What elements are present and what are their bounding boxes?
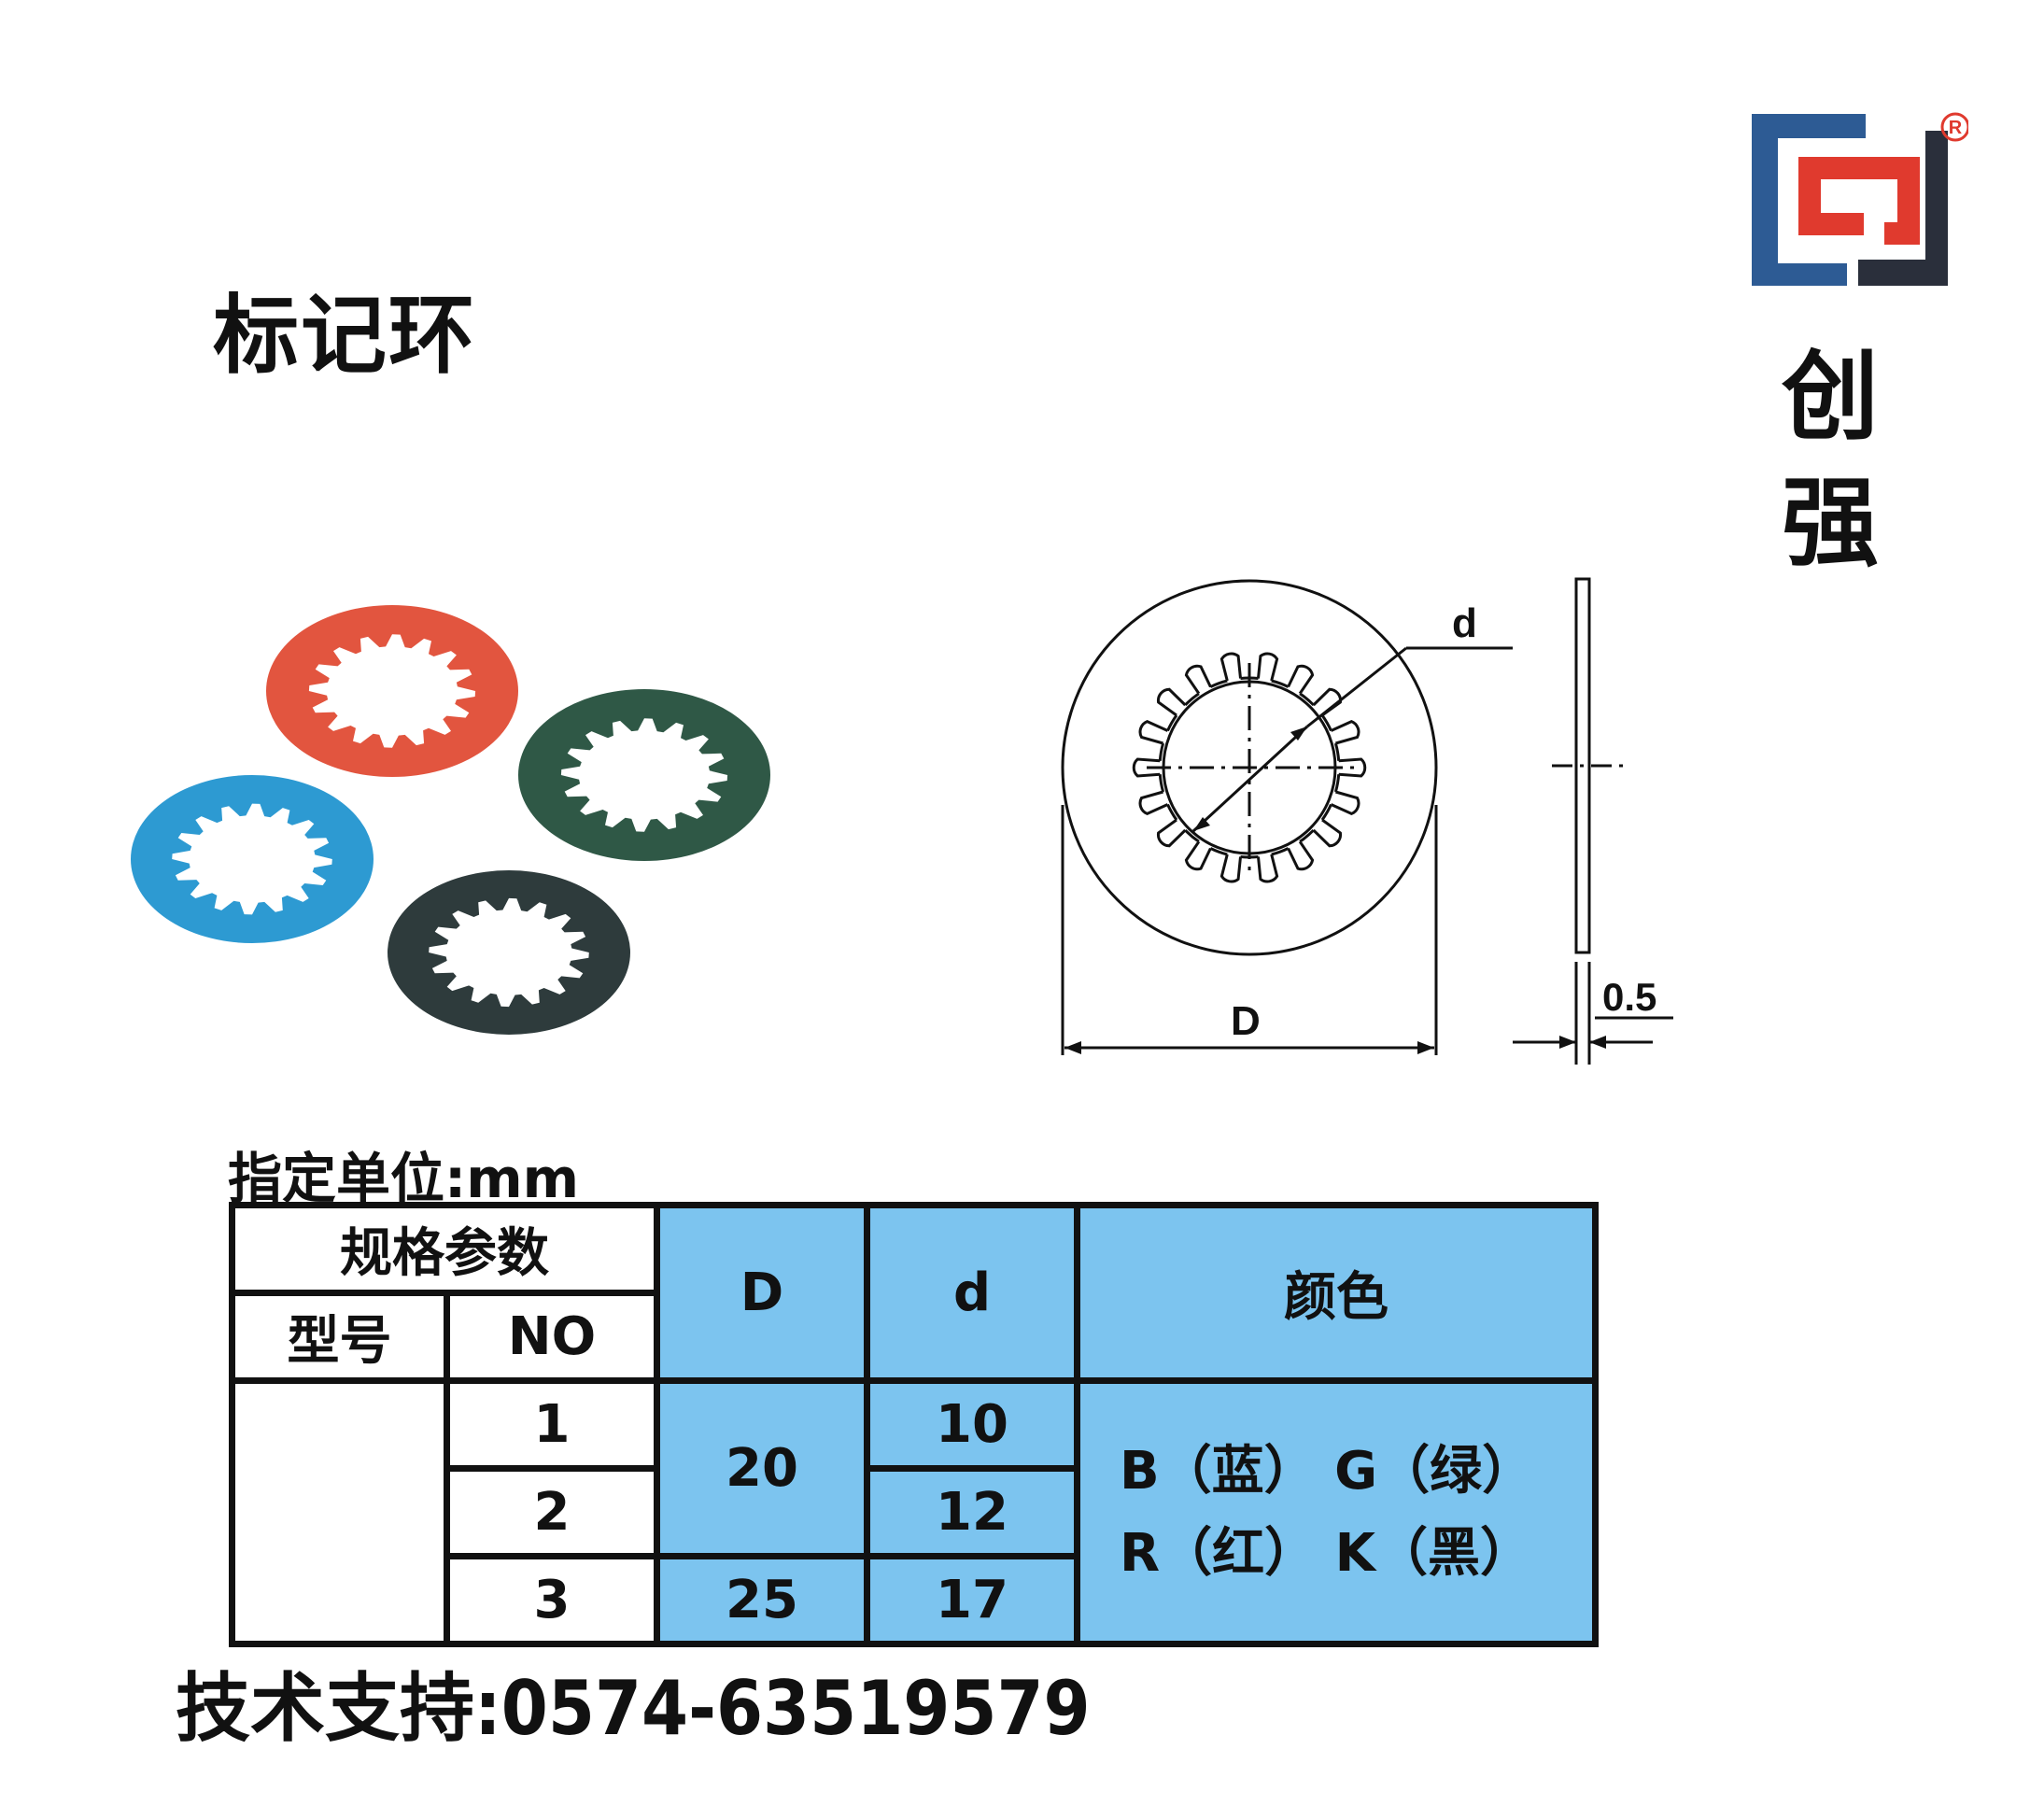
brand-logo: R	[1752, 112, 1968, 286]
outer-circle	[1061, 579, 1438, 956]
d-label: d	[1452, 600, 1477, 646]
d-dimension-line	[1191, 725, 1309, 833]
d-arrow-2	[1193, 817, 1210, 831]
d-cell-3: 17	[864, 1553, 1080, 1647]
no-cell-2: 2	[444, 1465, 660, 1559]
colors-line-2: R（红） K（黑）	[1120, 1522, 1533, 1584]
d-leader	[1306, 646, 1407, 728]
no-cell-3: 3	[444, 1553, 660, 1647]
D-label: D	[1231, 998, 1261, 1044]
thick-arrow-left	[1559, 1036, 1576, 1049]
no-cell-1: 1	[444, 1377, 660, 1472]
logo-blue-bracket	[1752, 114, 1866, 286]
svg-text:R: R	[1949, 118, 1963, 138]
header-no: NO	[444, 1290, 660, 1384]
header-spec-group: 规格参数	[229, 1202, 660, 1296]
colors-cell: B（蓝） G（绿） R（红） K（黑）	[1074, 1377, 1599, 1647]
D-arrow-left	[1064, 1041, 1081, 1054]
inner-teeth-outline	[1132, 652, 1367, 883]
thick-arrow-right	[1589, 1036, 1606, 1049]
ring-green	[518, 689, 770, 861]
logo-red-mark	[1798, 157, 1920, 245]
D-cell-20: 20	[654, 1377, 870, 1559]
ring-red	[265, 604, 518, 778]
logo-dark-stroke	[1858, 131, 1948, 286]
D-cell-25: 25	[654, 1553, 870, 1647]
registered-mark-icon	[1940, 112, 1968, 142]
tech-support-phone: 技术支持:0574-63519579	[176, 1665, 1091, 1752]
brand-char-1: 创	[1782, 340, 1880, 454]
product-photo	[131, 604, 770, 1035]
unit-label: 指定单位:mm	[228, 1147, 580, 1210]
spec-table: 规格参数 D d 颜色 型号 NO 1 20 10 B（蓝） G（绿） R（红）…	[229, 1202, 1599, 1647]
thickness-label: 0.5	[1602, 975, 1656, 1019]
header-model: 型号	[229, 1290, 450, 1384]
header-color: 颜色	[1074, 1202, 1599, 1384]
d-arrow-1	[1290, 727, 1307, 741]
ring-black	[388, 870, 630, 1035]
header-D: D	[654, 1202, 870, 1384]
brand-char-2: 强	[1782, 466, 1880, 580]
d-cell-2: 12	[864, 1465, 1080, 1559]
header-d: d	[864, 1202, 1080, 1384]
technical-drawing: d D 0.5	[1061, 577, 1673, 1065]
d-cell-1: 10	[864, 1377, 1080, 1472]
colors-line-1: B（蓝） G（绿）	[1120, 1440, 1535, 1502]
model-cell	[229, 1377, 450, 1647]
side-view	[1574, 577, 1591, 954]
page-title: 标记环	[213, 286, 477, 386]
D-arrow-right	[1417, 1041, 1434, 1054]
ring-blue	[131, 775, 374, 943]
